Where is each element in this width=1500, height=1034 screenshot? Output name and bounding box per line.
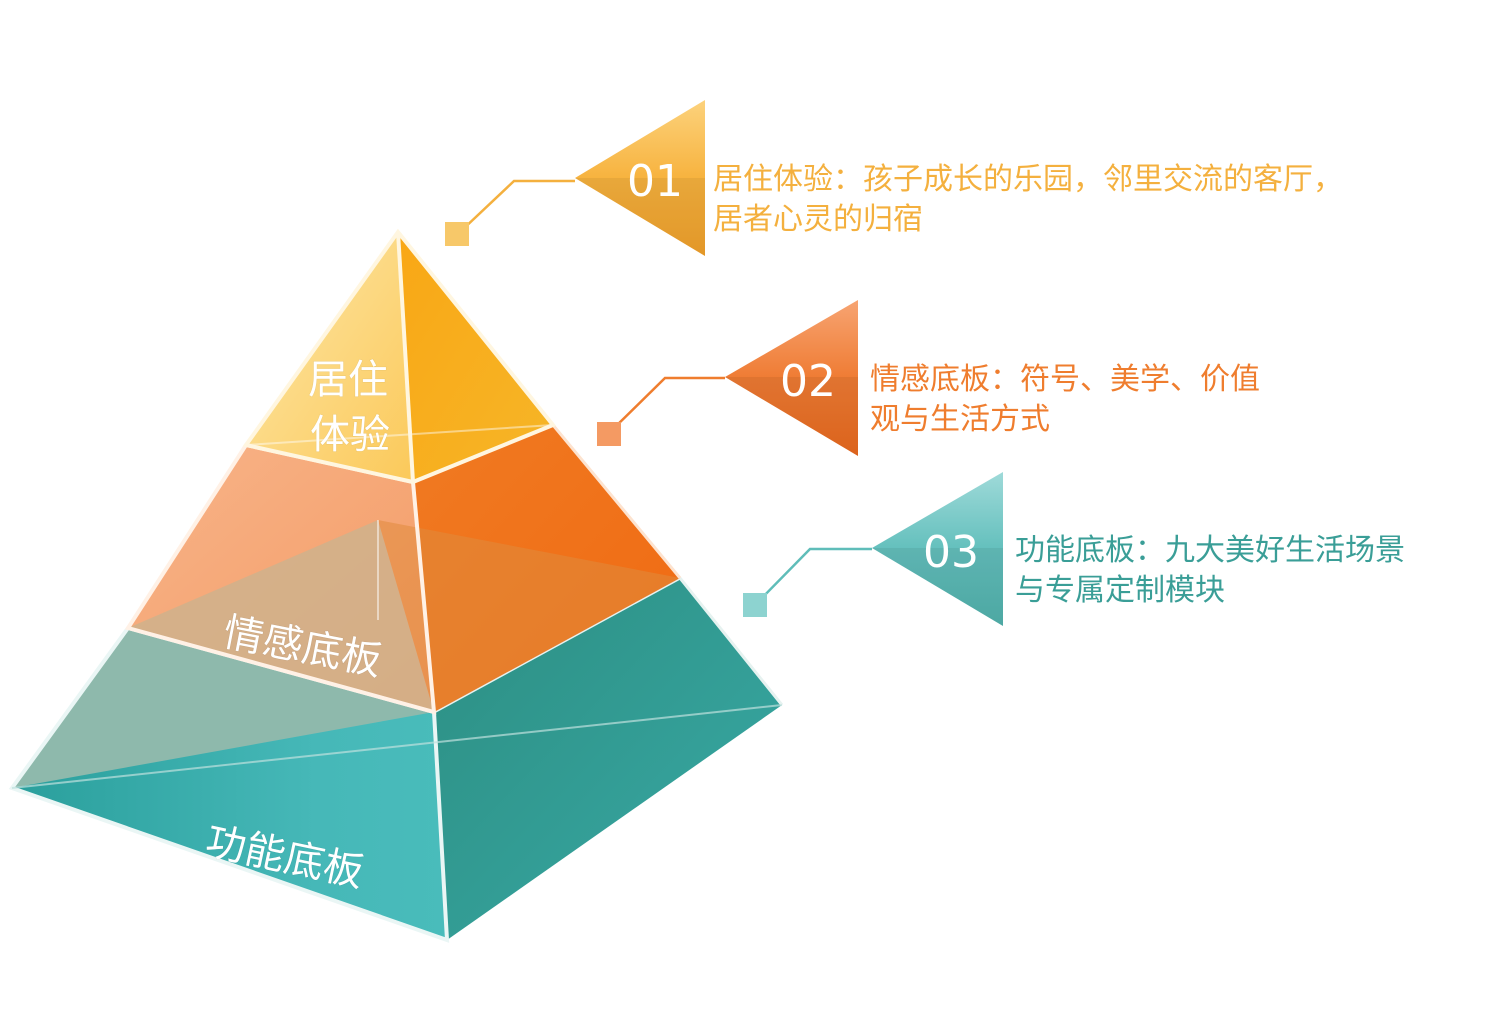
callout-01-connector <box>459 179 575 233</box>
callout-01-text-line1: 居住体验：孩子成长的乐园，邻里交流的客厅， <box>713 162 1343 197</box>
callout-01-marker <box>445 222 469 246</box>
callout-03-text-line2: 与专属定制模块 <box>1015 573 1225 608</box>
callout-01-text-line2: 居者心灵的归宿 <box>713 202 923 237</box>
callout-02-text-line2: 观与生活方式 <box>870 402 1050 437</box>
callout-02-marker <box>597 422 621 446</box>
callout-02-arrow <box>725 300 858 456</box>
pyramid: 居住 体验 情感底板 功能底板 <box>8 228 784 943</box>
callout-03-arrow <box>872 472 1003 626</box>
callout-03: 03 <box>743 472 1003 626</box>
pyramid-layer-top <box>242 228 557 485</box>
callout-03-text-line1: 功能底板：九大美好生活场景 <box>1015 533 1405 568</box>
layer-label-top-line2: 体验 <box>310 412 390 458</box>
callout-02-number: 02 <box>780 356 836 407</box>
callout-02: 02 <box>597 300 858 456</box>
callout-03-connector <box>754 547 872 606</box>
callout-01-number: 01 <box>627 156 683 207</box>
callout-01-text: 居住体验：孩子成长的乐园，邻里交流的客厅， 居者心灵的归宿 <box>713 160 1343 240</box>
callout-01-arrow <box>575 100 705 256</box>
callout-02-text-line1: 情感底板：符号、美学、价值 <box>870 362 1260 397</box>
pyramid-layer-middle <box>124 423 682 715</box>
layer-label-top-line1: 居住 <box>308 357 388 403</box>
callout-01: 01 <box>445 100 705 256</box>
callout-02-text: 情感底板：符号、美学、价值 观与生活方式 <box>870 360 1260 440</box>
callout-03-number: 03 <box>923 527 979 578</box>
callout-02-connector <box>609 376 725 433</box>
callout-03-marker <box>743 593 767 617</box>
callout-03-text: 功能底板：九大美好生活场景 与专属定制模块 <box>1015 531 1405 611</box>
